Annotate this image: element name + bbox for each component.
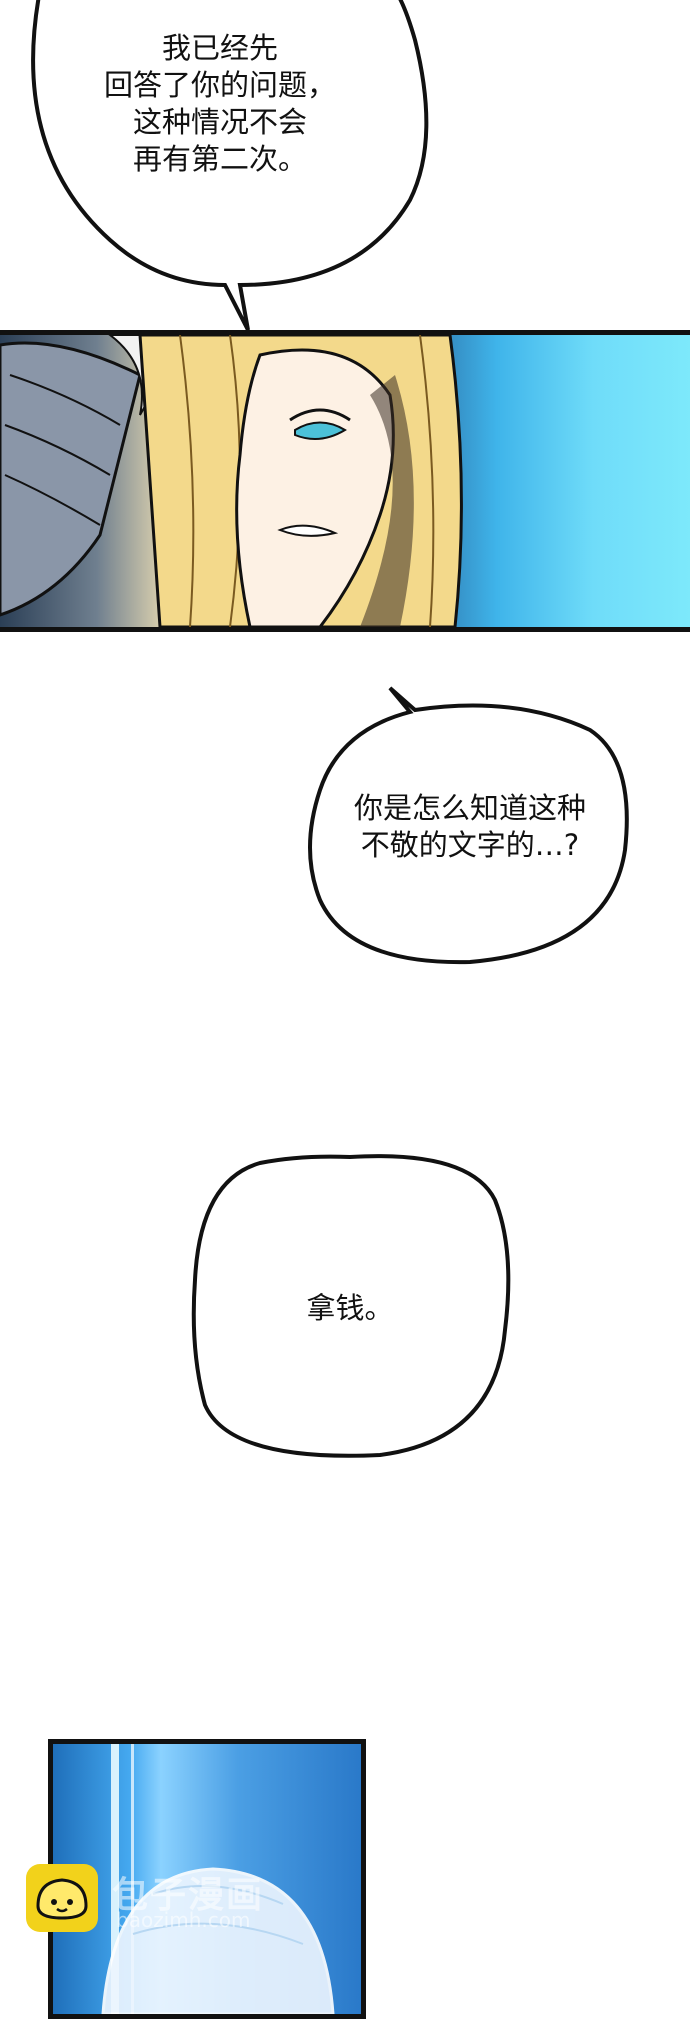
light-beam-illustration: [101, 1744, 335, 2014]
speech-bubble-3: [191, 1154, 511, 1458]
bubble-text-1: 我已经先 回答了你的问题， 这种情况不会 再有第二次。: [103, 31, 336, 176]
watermark-name: 包子漫画: [112, 1875, 265, 1916]
bubble-text-3: 拿钱。: [306, 1291, 394, 1325]
site-watermark: 包子漫画 baozimh.com: [24, 1860, 324, 1940]
comic-panel-blue-light: [48, 1739, 366, 2019]
speech-bubble-1: [31, 0, 429, 331]
speech-bubble-2: [308, 686, 629, 965]
bubble-text-2: 你是怎么知道这种 不敬的文字的…?: [353, 791, 586, 862]
comic-panel-character-closeup: [0, 330, 690, 632]
watermark-site: baozimh.com: [116, 1908, 251, 1932]
character-illustration: [0, 335, 463, 627]
bun-logo-icon: [26, 1864, 98, 1932]
